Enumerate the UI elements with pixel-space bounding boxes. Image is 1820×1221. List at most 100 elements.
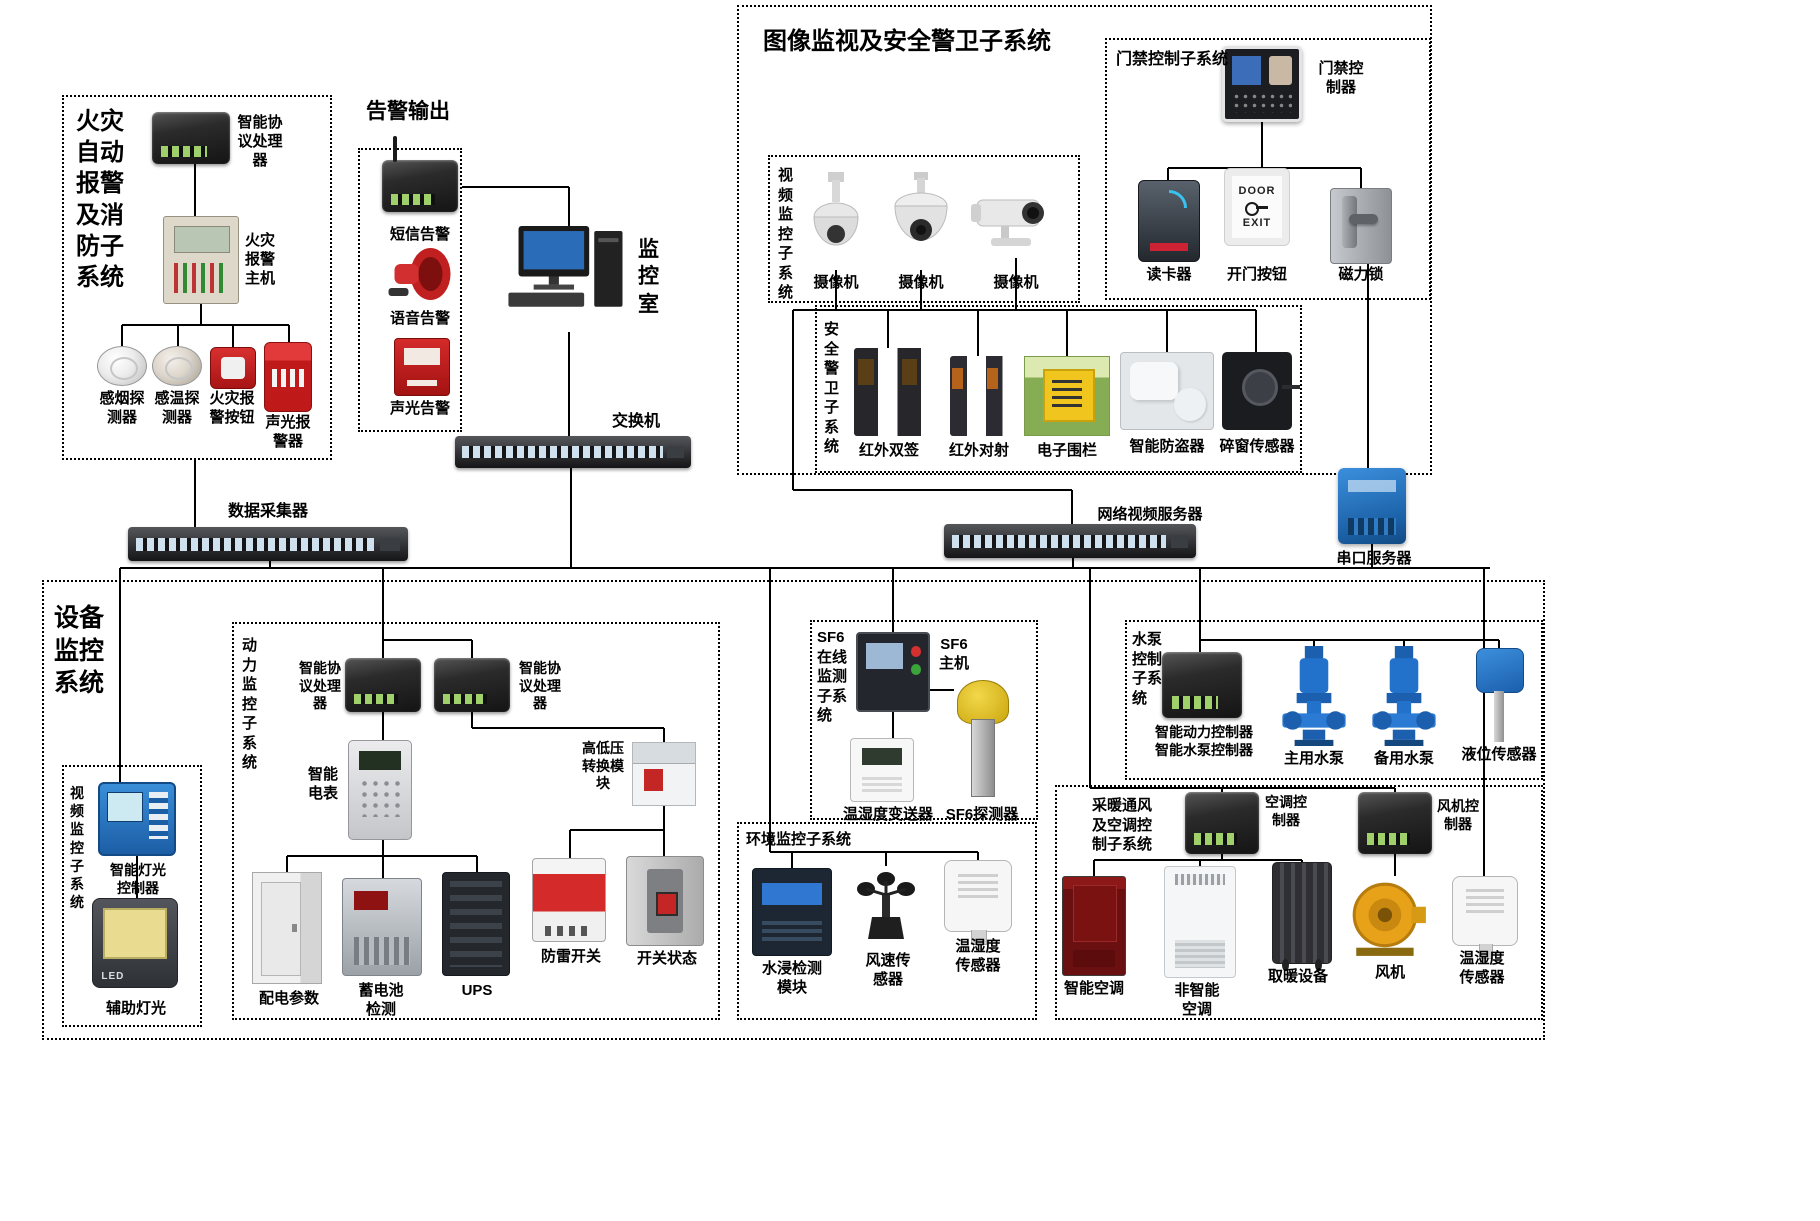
smart-antitheft-device [1120, 352, 1214, 430]
temp-detector-label: 感温探测器 [154, 390, 200, 426]
video-subsystem-title: 视频监控子系统 [778, 167, 794, 301]
water-leak-module-device [752, 868, 832, 956]
camera-dome-device [806, 172, 866, 270]
th-sensor-hvac-label: 温湿度传感器 [1459, 950, 1505, 986]
smart-antitheft-label: 智能防盗器 [1129, 438, 1205, 455]
sound-light-alert-device [394, 338, 450, 396]
smoke-detector-label: 感烟探测器 [99, 390, 145, 426]
th-sensor-env-label: 温湿度传感器 [955, 938, 1001, 974]
window-break-sensor-label: 碎窗传感器 [1219, 438, 1295, 455]
fan-device [1348, 876, 1428, 960]
card-reader-device [1138, 180, 1200, 262]
level-sensor-device [1472, 648, 1526, 742]
door-button-label: 开门按钮 [1226, 266, 1287, 283]
image-security-title: 图像监视及安全警卫子系统 [763, 28, 1051, 55]
fan-label: 风机 [1374, 964, 1405, 981]
voice-alert-device [386, 244, 452, 306]
ir-beam-label: 红外对射 [948, 442, 1009, 459]
smart-meter-device [348, 740, 412, 840]
main-pump-device [1282, 646, 1346, 746]
access-subsystem-title: 门禁控制子系统 [1116, 51, 1229, 68]
network-video-server-device [944, 524, 1196, 558]
smart-meter-label: 智能电表 [307, 766, 338, 802]
sf6-host-device [856, 632, 930, 712]
access-subsystem-box [1105, 38, 1431, 300]
data-collector-device [128, 527, 408, 561]
hvac-subsystem-box [1055, 785, 1543, 1020]
network-switch-label: 交换机 [611, 413, 660, 430]
ups-label: UPS [461, 982, 493, 999]
th-sensor-hvac-device [1452, 876, 1518, 959]
ir-dual-label: 红外双签 [858, 442, 919, 459]
sound-light-alarm-device [264, 342, 312, 412]
image-security-box [737, 5, 1432, 475]
ac-controller-label: 空调控制器 [1265, 794, 1307, 828]
serial-server-device [1338, 468, 1406, 544]
non-smart-ac-device [1164, 866, 1236, 978]
voice-alert-label: 语音告警 [389, 310, 450, 327]
door-button-device: DOOR EXIT [1224, 168, 1290, 246]
equipment-system-box [42, 580, 1545, 1040]
pump-controller-label: 智能动力控制器 智能水泵控制器 [1155, 724, 1253, 758]
horn-icon [388, 248, 451, 300]
env-subsystem-title: 环境监控子系统 [746, 831, 852, 848]
electric-fence-device [1024, 356, 1110, 436]
wind-speed-sensor-label: 风速传感器 [865, 952, 911, 988]
pump-icon [1372, 646, 1436, 746]
fire-alarm-button-device [210, 347, 256, 389]
protocol-processor-device-power-1 [345, 658, 421, 712]
ir-dual-device [854, 348, 924, 436]
alert-output-title: 告警输出 [366, 100, 450, 123]
battery-check-label: 蓄电池检测 [358, 982, 404, 1018]
magnetic-lock-label: 磁力锁 [1338, 266, 1384, 283]
smart-ac-label: 智能空调 [1063, 980, 1124, 997]
lightning-switch-label: 防雷开关 [540, 948, 601, 965]
smoke-detector-device [97, 346, 147, 386]
camera-label-3: 摄像机 [993, 274, 1039, 291]
switch-status-label: 开关状态 [636, 950, 697, 967]
battery-check-device [342, 878, 422, 976]
protocol-processor-device-fire [152, 112, 230, 164]
alert-output-box [358, 148, 462, 432]
smart-light-controller-device [98, 782, 176, 856]
ir-beam-device [950, 356, 1006, 436]
left-video-subsystem-box [62, 765, 202, 1027]
bullet-camera-icon [971, 199, 1044, 246]
key-icon [1245, 201, 1269, 216]
keypad-icon [1232, 92, 1292, 114]
camera-label-2: 摄像机 [898, 274, 944, 291]
hvac-subsystem-title: 采暖通风及空调控制子系统 [1092, 797, 1153, 853]
monitor-room-computer [508, 226, 630, 332]
led-text: LED [101, 970, 125, 982]
computer-icon [508, 226, 623, 307]
door-text: DOOR [1238, 185, 1276, 197]
access-controller-device [1222, 46, 1302, 122]
equipment-system-title: 设备监控系统 [54, 604, 105, 697]
ups-device [442, 872, 510, 976]
switch-status-device [626, 856, 704, 946]
temp-detector-device [152, 346, 202, 386]
access-controller-label: 门禁控制器 [1318, 60, 1364, 96]
pump-controller-device [1162, 652, 1242, 718]
sf6-host-label: SF6主机 [938, 636, 969, 672]
ptz-camera-icon [894, 172, 948, 241]
protocol-processor-label-power-2: 智能协议处理器 [519, 660, 561, 711]
sf6-subsystem-title: SF6在线监测子系统 [817, 629, 848, 724]
pump-icon [1282, 646, 1346, 746]
card-reader-label: 读卡器 [1146, 266, 1192, 283]
fire-subsystem-title: 火灾自动报警及消防子系统 [76, 108, 124, 291]
heating-device [1272, 862, 1332, 971]
electric-fence-label: 电子围栏 [1036, 442, 1097, 459]
power-distribution-cabinet-device [252, 872, 322, 984]
env-subsystem-box [737, 822, 1037, 1020]
exit-text: EXIT [1242, 217, 1272, 229]
power-subsystem-title: 动力监控子系统 [242, 637, 258, 771]
hv-lv-module-device [632, 742, 696, 806]
th-transmitter-device [850, 738, 914, 802]
window-break-sensor-device [1222, 352, 1301, 430]
smart-light-controller-label: 智能灯光控制器 [110, 862, 166, 896]
sf6-detector-device [954, 678, 1010, 800]
sound-light-alert-label: 声光告警 [389, 400, 450, 417]
